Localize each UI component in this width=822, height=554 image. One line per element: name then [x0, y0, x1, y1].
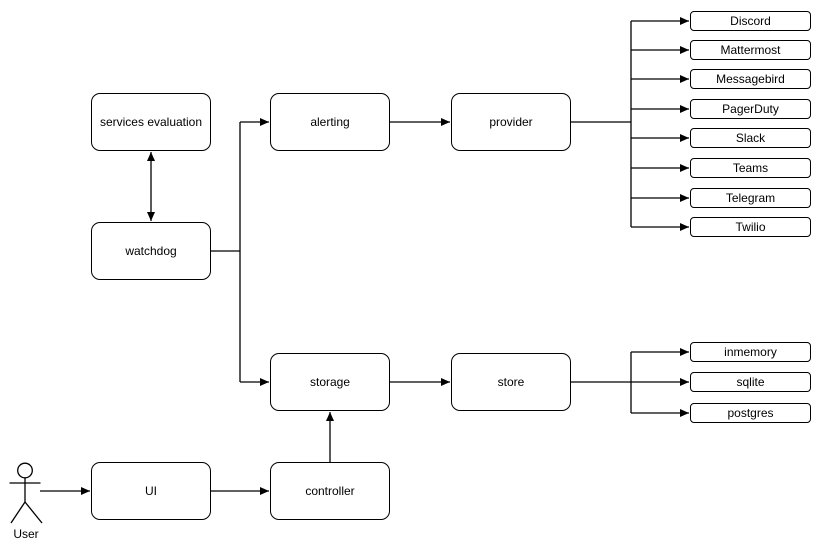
leaf-pagerduty: PagerDuty	[690, 99, 811, 119]
node-controller: controller	[270, 462, 390, 520]
leaf-inmemory: inmemory	[690, 342, 811, 362]
leaf-teams: Teams	[690, 158, 811, 178]
node-watchdog: watchdog	[91, 222, 211, 280]
node-services-evaluation: services evaluation	[91, 93, 211, 151]
leaf-telegram: Telegram	[690, 188, 811, 208]
leaf-slack: Slack	[690, 128, 811, 148]
node-ui: UI	[91, 462, 211, 520]
leaf-sqlite: sqlite	[690, 372, 811, 392]
node-alerting: alerting	[270, 93, 390, 151]
leaf-messagebird: Messagebird	[690, 69, 811, 89]
node-storage: storage	[270, 353, 390, 411]
leaf-twilio: Twilio	[690, 217, 811, 237]
leaf-postgres: postgres	[690, 403, 811, 423]
leaf-mattermost: Mattermost	[690, 40, 811, 60]
leaf-discord: Discord	[690, 11, 811, 31]
node-store: store	[451, 353, 571, 411]
actor-figure-icon	[9, 462, 43, 524]
node-provider: provider	[451, 93, 571, 151]
actor-label: User	[13, 527, 39, 541]
